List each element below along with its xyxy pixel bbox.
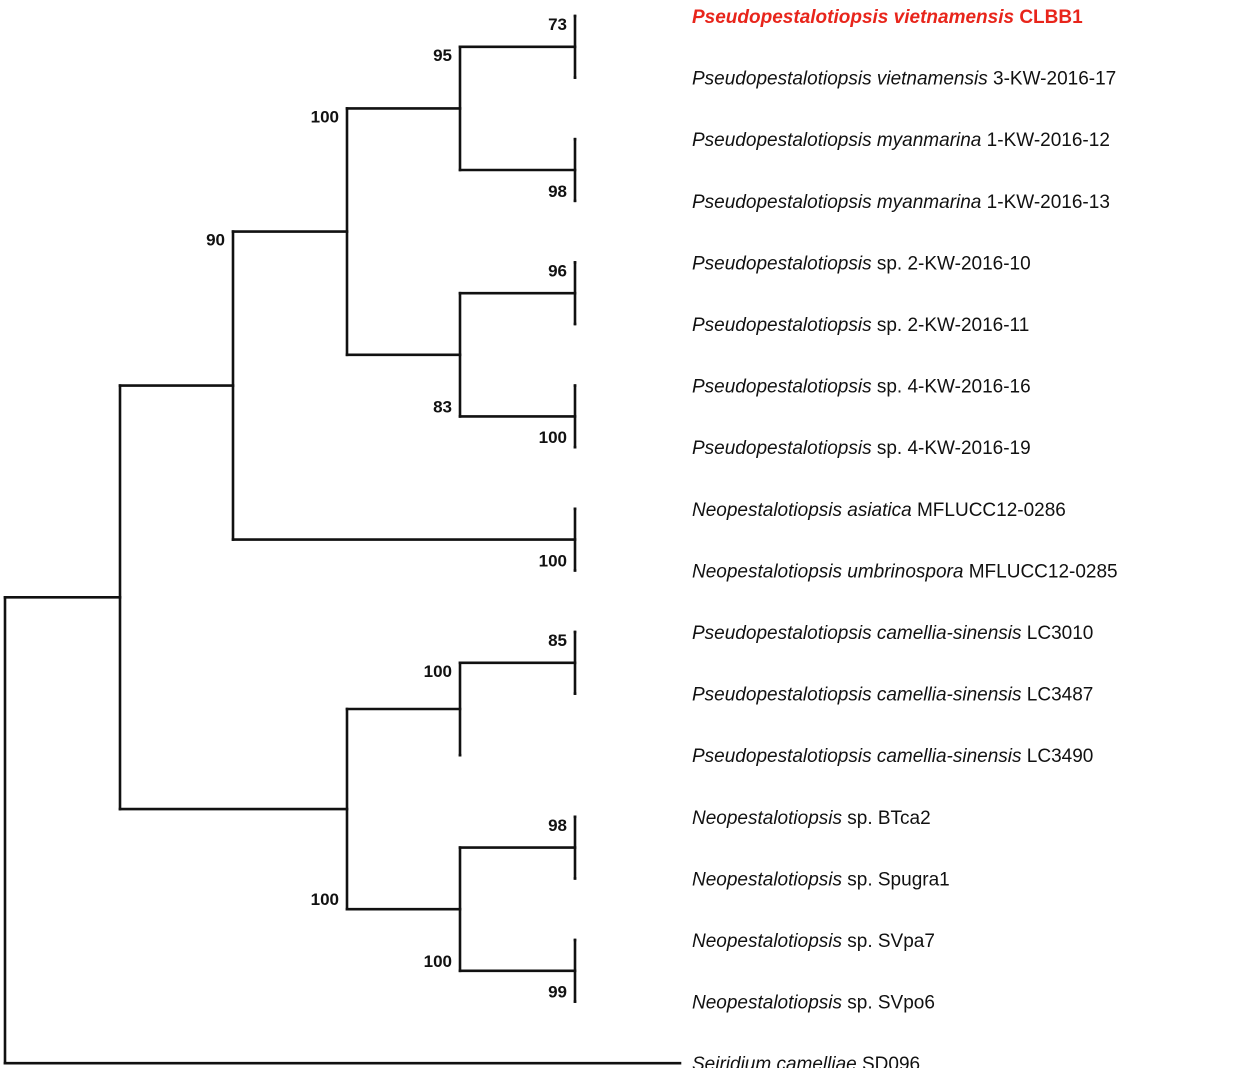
leaf-label-L13: Pseudopestalotiopsis camellia-sinensis L…	[692, 746, 1093, 767]
leaf-strain: 1-KW-2016-13	[981, 192, 1110, 213]
leaf-strain: sp. Spugra1	[842, 869, 950, 890]
support-value-n_95: 95	[433, 46, 452, 65]
leaf-strain: sp. 4-KW-2016-16	[872, 377, 1031, 398]
leaf-label-L11: Pseudopestalotiopsis camellia-sinensis L…	[692, 623, 1093, 644]
leaf-taxon: Pseudopestalotiopsis camellia-sinensis	[692, 746, 1022, 767]
leaf-strain: LC3010	[1022, 623, 1094, 644]
leaf-taxon: Neopestalotiopsis	[692, 869, 842, 890]
leaf-taxon: Neopestalotiopsis	[692, 931, 842, 952]
leaf-label-L16: Neopestalotiopsis sp. SVpa7	[692, 931, 935, 952]
leaf-taxon: Neopestalotiopsis umbrinospora	[692, 561, 963, 582]
support-value-n_100b: 100	[311, 107, 339, 126]
leaf-label-L18: Seiridium camelliae SD096	[692, 1054, 920, 1068]
leaf-taxon: Neopestalotiopsis asiatica	[692, 500, 912, 521]
support-value-n_99: 99	[548, 983, 567, 1002]
leaf-strain: MFLUCC12-0286	[912, 500, 1066, 521]
support-value-n_96: 96	[548, 261, 567, 280]
leaf-strain: sp. 4-KW-2016-19	[872, 438, 1031, 459]
leaf-taxon: Pseudopestalotiopsis	[692, 253, 872, 274]
support-value-n_83: 83	[433, 397, 452, 416]
leaf-label-L2: Pseudopestalotiopsis vietnamensis 3-KW-2…	[692, 69, 1116, 90]
support-value-n_85: 85	[548, 631, 567, 650]
leaf-strain: MFLUCC12-0285	[963, 561, 1117, 582]
support-values: 73 98 95 96 100 83 100 100 90 85 100 98 99 100 100	[206, 15, 567, 1002]
leaf-strain: 3-KW-2016-17	[988, 69, 1117, 90]
leaf-label-L1: Pseudopestalotiopsis vietnamensis CLBB1	[692, 7, 1083, 28]
leaf-taxon: Pseudopestalotiopsis	[692, 315, 872, 336]
leaf-label-L12: Pseudopestalotiopsis camellia-sinensis L…	[692, 685, 1093, 706]
leaf-strain: sp. 2-KW-2016-10	[872, 253, 1031, 274]
support-value-n_98b: 98	[548, 816, 567, 835]
leaf-taxon: Pseudopestalotiopsis camellia-sinensis	[692, 685, 1022, 706]
leaf-taxon: Pseudopestalotiopsis myanmarina	[692, 192, 981, 213]
leaf-strain: sp. 2-KW-2016-11	[872, 315, 1030, 336]
leaf-label-L17: Neopestalotiopsis sp. SVpo6	[692, 993, 935, 1014]
leaf-strain: sp. SVpa7	[842, 931, 935, 952]
leaf-taxon: Pseudopestalotiopsis myanmarina	[692, 130, 981, 151]
leaf-taxon: Pseudopestalotiopsis camellia-sinensis	[692, 623, 1022, 644]
support-value-n_90: 90	[206, 231, 225, 250]
support-value-n_98a: 98	[548, 182, 567, 201]
leaf-label-L8: Pseudopestalotiopsis sp. 4-KW-2016-19	[692, 438, 1031, 459]
leaf-label-L4: Pseudopestalotiopsis myanmarina 1-KW-201…	[692, 192, 1110, 213]
support-value-n_100c: 100	[539, 551, 567, 570]
leaf-taxon: Pseudopestalotiopsis vietnamensis	[692, 69, 988, 90]
leaf-label-L3: Pseudopestalotiopsis myanmarina 1-KW-201…	[692, 130, 1110, 151]
tree-branches	[3, 14, 682, 1065]
leaf-strain: sp. SVpo6	[842, 993, 935, 1014]
leaf-strain: LC3487	[1022, 685, 1094, 706]
leaf-label-L9: Neopestalotiopsis asiatica MFLUCC12-0286	[692, 500, 1066, 521]
leaf-strain: CLBB1	[1014, 7, 1083, 28]
leaf-taxon: Pseudopestalotiopsis	[692, 438, 872, 459]
leaf-label-L14: Neopestalotiopsis sp. BTca2	[692, 808, 931, 829]
leaf-taxon: Seiridium camelliae	[692, 1054, 857, 1068]
support-value-n_100a: 100	[539, 428, 567, 447]
support-value-n_73: 73	[548, 15, 567, 34]
leaf-taxon: Pseudopestalotiopsis	[692, 377, 872, 398]
leaf-label-L6: Pseudopestalotiopsis sp. 2-KW-2016-11	[692, 315, 1029, 336]
leaf-label-L7: Pseudopestalotiopsis sp. 4-KW-2016-16	[692, 377, 1031, 398]
leaf-labels: Pseudopestalotiopsis vietnamensis CLBB1P…	[692, 7, 1118, 1068]
support-value-n_100e: 100	[424, 952, 452, 971]
leaf-taxon: Neopestalotiopsis	[692, 993, 842, 1014]
leaf-strain: LC3490	[1022, 746, 1094, 767]
support-value-n_100d: 100	[424, 662, 452, 681]
leaf-label-L10: Neopestalotiopsis umbrinospora MFLUCC12-…	[692, 561, 1118, 582]
leaf-label-L5: Pseudopestalotiopsis sp. 2-KW-2016-10	[692, 253, 1031, 274]
support-value-n_100f: 100	[311, 890, 339, 909]
leaf-taxon: Neopestalotiopsis	[692, 808, 842, 829]
leaf-taxon: Pseudopestalotiopsis vietnamensis	[692, 7, 1014, 28]
leaf-label-L15: Neopestalotiopsis sp. Spugra1	[692, 869, 950, 890]
leaf-strain: 1-KW-2016-12	[981, 130, 1110, 151]
leaf-strain: sp. BTca2	[842, 808, 931, 829]
leaf-strain: SD096	[857, 1054, 920, 1068]
